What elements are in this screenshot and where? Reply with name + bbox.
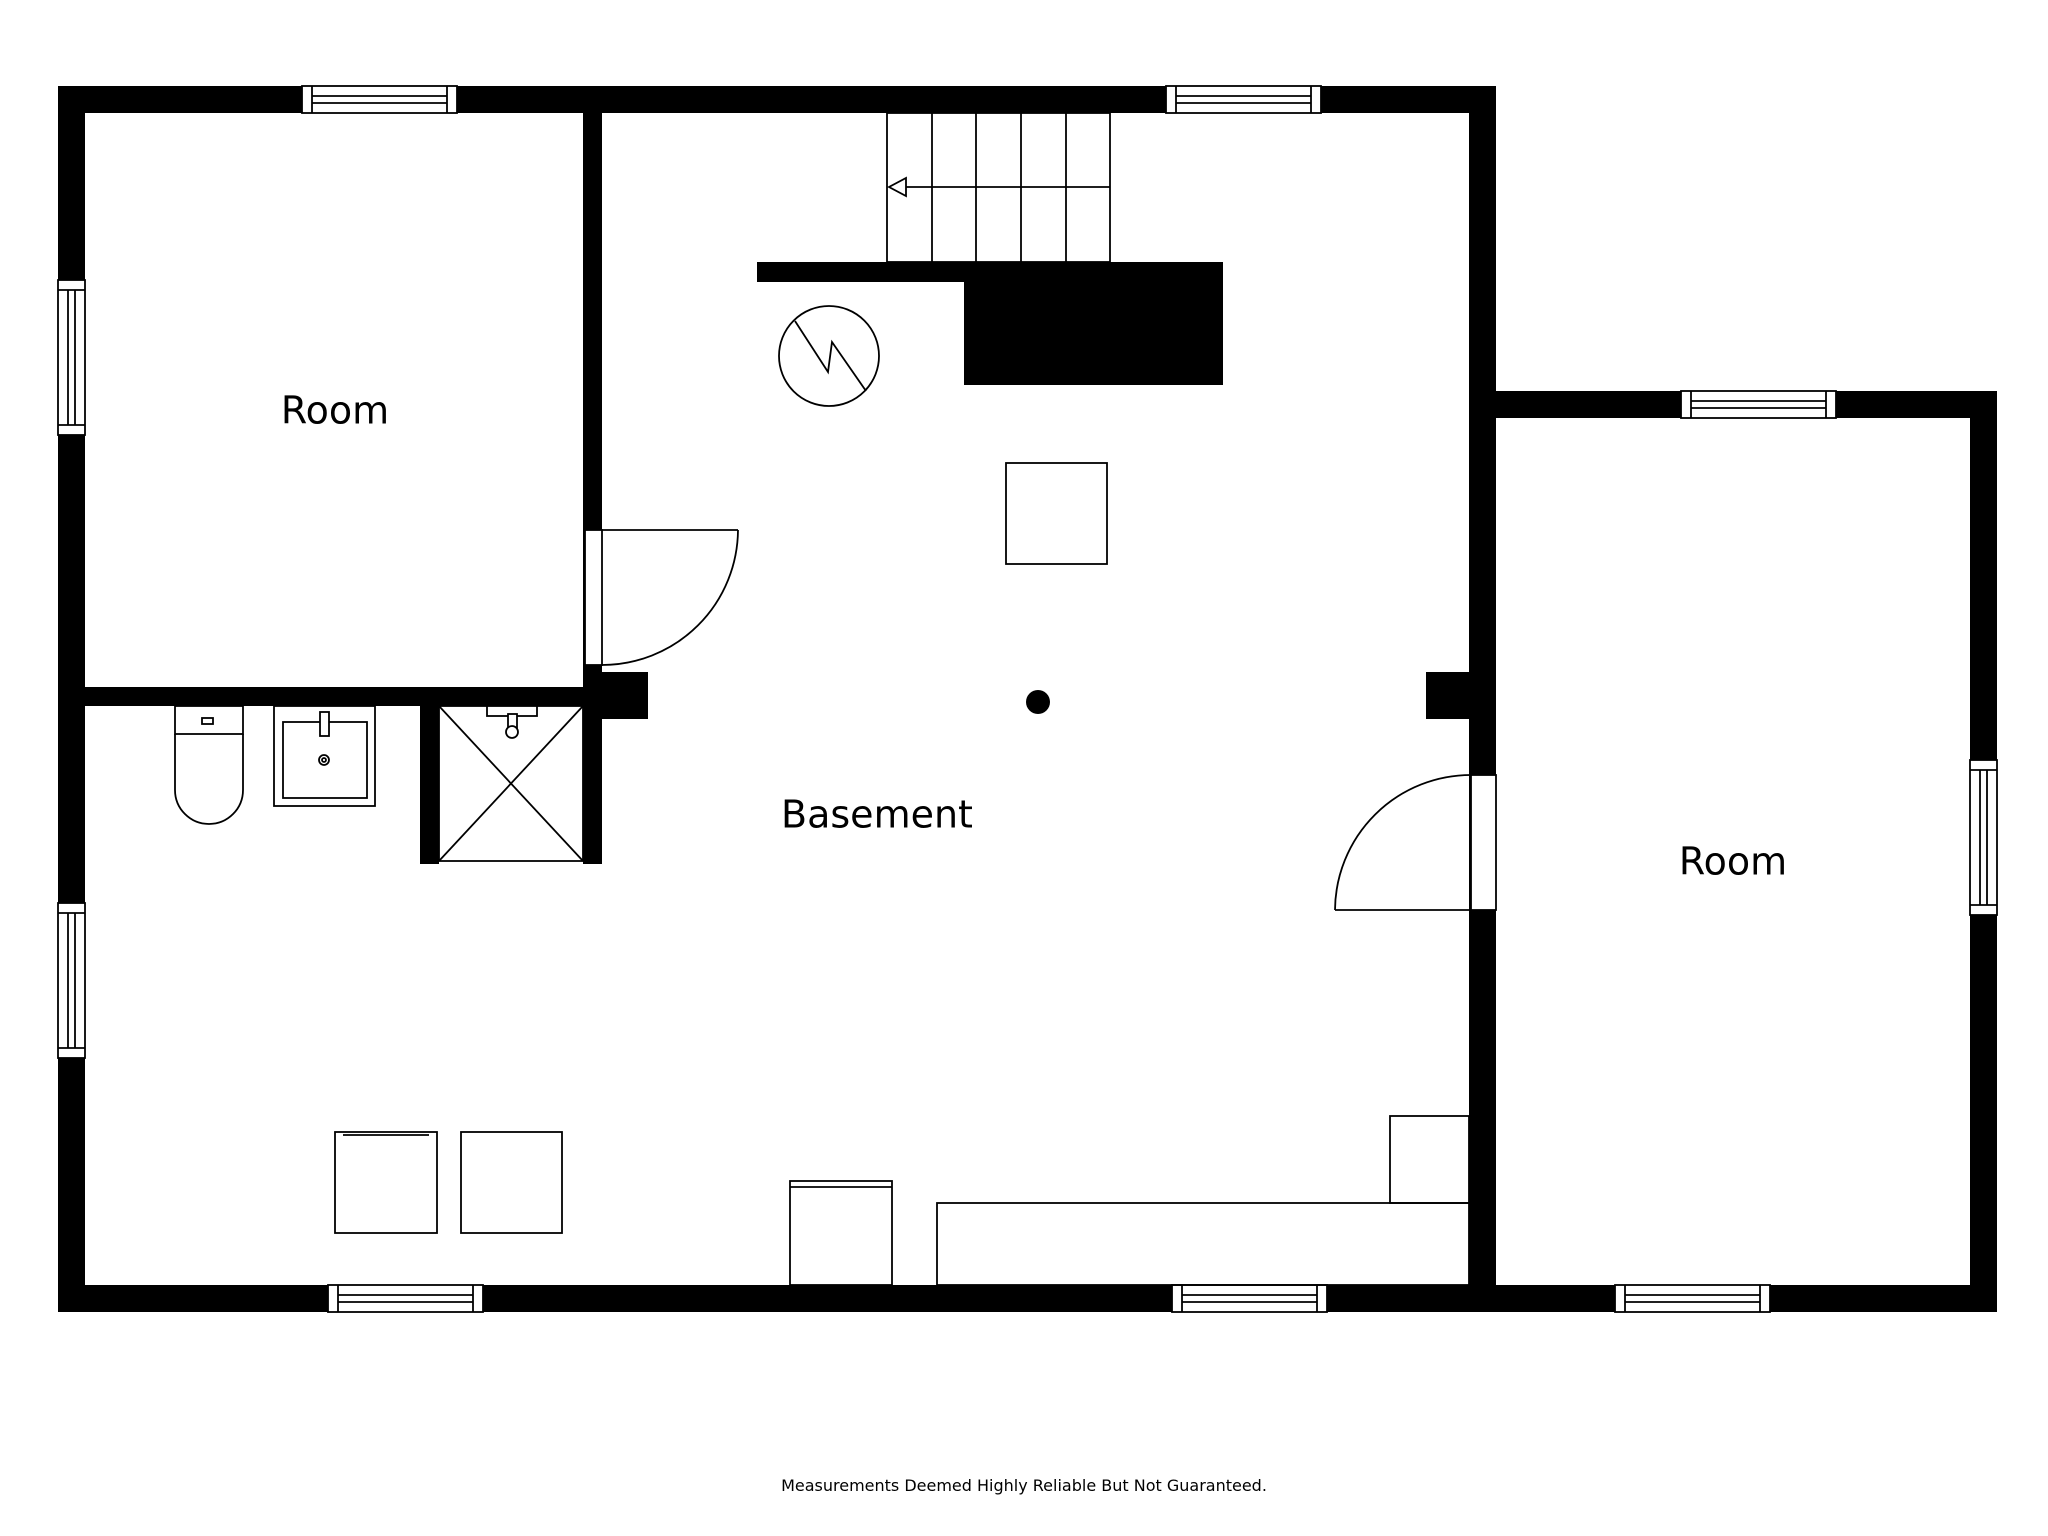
wall-room-divider-horizontal bbox=[85, 687, 602, 706]
window bbox=[301, 85, 458, 114]
washer bbox=[334, 1131, 438, 1234]
arrow-left-icon bbox=[887, 176, 907, 198]
disclaimer-text: Measurements Deemed Highly Reliable But … bbox=[781, 1476, 1267, 1495]
window bbox=[57, 902, 86, 1059]
shower bbox=[438, 705, 584, 862]
sink-vanity bbox=[273, 705, 376, 807]
stairs bbox=[886, 112, 1111, 263]
wall-shower-left bbox=[420, 706, 439, 864]
water-heater-icon bbox=[778, 305, 880, 407]
window bbox=[1171, 1284, 1328, 1313]
window bbox=[327, 1284, 484, 1313]
window bbox=[57, 279, 86, 436]
room-label-right: Room bbox=[1679, 840, 1787, 884]
window bbox=[1969, 759, 1998, 916]
counter bbox=[936, 1202, 1470, 1286]
room-label-basement: Basement bbox=[781, 793, 973, 837]
windows bbox=[57, 85, 1998, 1313]
door-right-room bbox=[1334, 774, 1497, 911]
basement-fixtures bbox=[334, 462, 1470, 1286]
doors bbox=[584, 529, 1497, 911]
support-column bbox=[1026, 690, 1050, 714]
wall-left bbox=[58, 86, 85, 1312]
walls bbox=[58, 86, 1997, 1312]
square-fixture bbox=[1005, 462, 1108, 565]
bathroom bbox=[174, 705, 584, 862]
wall-room-divider-vertical bbox=[583, 113, 602, 864]
window bbox=[1614, 1284, 1771, 1313]
dark-block bbox=[964, 262, 1223, 385]
toilet bbox=[174, 705, 244, 825]
door-top-left-room bbox=[584, 529, 739, 666]
room-label-top-left: Room bbox=[281, 389, 389, 433]
window bbox=[1165, 85, 1322, 114]
pillar-right bbox=[1426, 672, 1478, 719]
cabinet bbox=[789, 1180, 893, 1286]
pillar-left bbox=[583, 672, 648, 719]
dryer bbox=[460, 1131, 563, 1234]
counter-box bbox=[1389, 1115, 1470, 1204]
window bbox=[1680, 390, 1837, 419]
